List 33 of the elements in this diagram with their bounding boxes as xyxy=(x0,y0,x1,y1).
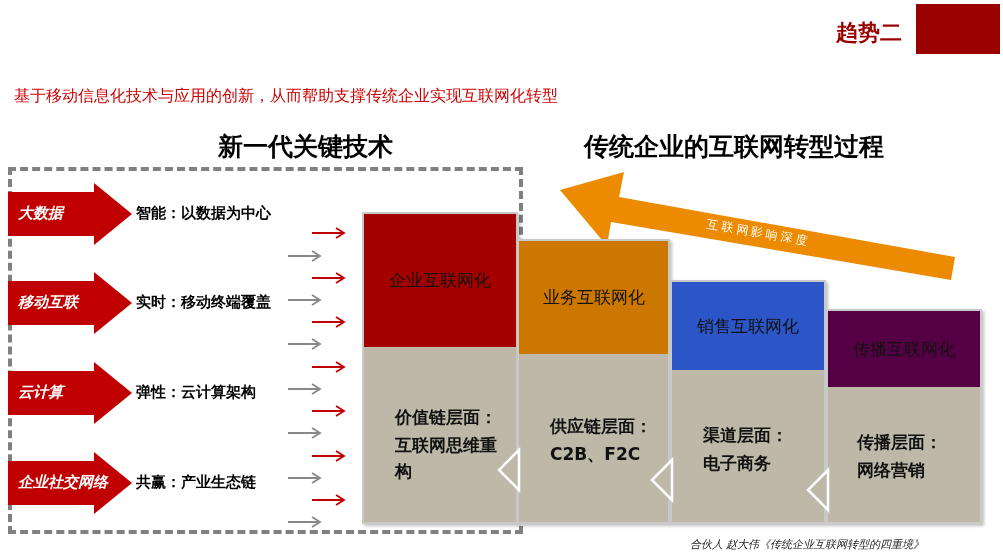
level-text: 电子商务 xyxy=(703,452,772,475)
level-header: 传播互联网化 xyxy=(828,311,980,387)
description-text: 共赢：产业生态链 xyxy=(136,473,256,492)
tech-banner xyxy=(8,452,132,514)
tech-banner xyxy=(8,362,132,424)
description-text: 弹性：云计算架构 xyxy=(136,383,256,402)
arrow-label: 互联网影响深度 xyxy=(705,216,812,251)
arrow-label: 移动互联 xyxy=(18,293,78,312)
level-heading: 传播层面： xyxy=(857,431,943,454)
step-column xyxy=(517,239,670,524)
page-title: 趋势二 xyxy=(836,19,902,47)
step-column xyxy=(362,212,518,524)
tech-banner xyxy=(8,183,132,245)
step-column xyxy=(826,309,982,524)
arrow-label: 企业社交网络 xyxy=(18,473,108,492)
source-note: 合伙人 赵大伟《传统企业互联网转型的四重境》 xyxy=(690,537,925,552)
level-text: 网络营销 xyxy=(857,459,926,482)
tech-banner xyxy=(8,272,132,334)
level-header: 销售互联网化 xyxy=(672,282,824,370)
section-heading: 传统企业的互联网转型过程 xyxy=(584,131,884,163)
level-heading: 供应链层面： xyxy=(550,415,653,438)
level-heading: 渠道层面： xyxy=(703,424,789,447)
subtitle-text: 基于移动信息化技术与应用的创新，从而帮助支撑传统企业实现互联网化转型 xyxy=(14,86,558,107)
section-heading: 新一代关键技术 xyxy=(218,131,393,163)
level-text: C2B、F2C xyxy=(550,443,642,466)
description-text: 实时：移动终端覆盖 xyxy=(136,293,271,312)
level-text: 互联网思维重构 xyxy=(395,434,498,483)
step-column xyxy=(670,280,826,524)
description-text: 智能：以数据为中心 xyxy=(136,204,271,223)
level-header: 企业互联网化 xyxy=(364,214,516,347)
level-header: 业务互联网化 xyxy=(519,241,668,354)
level-heading: 价值链层面： xyxy=(395,406,498,429)
arrow-label: 大数据 xyxy=(18,204,63,223)
